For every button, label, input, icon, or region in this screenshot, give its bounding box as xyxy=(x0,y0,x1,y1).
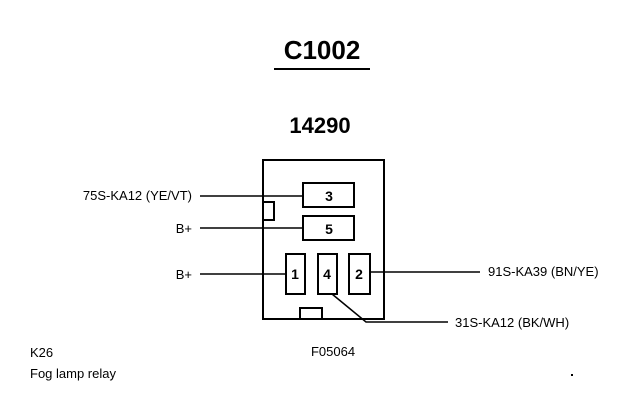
pin-1-number: 1 xyxy=(291,266,299,282)
pin-1: 1 xyxy=(285,253,306,295)
pin-5-circuit-label: B+ xyxy=(176,221,192,236)
pin-4-circuit-label: 31S-KA12 (BK/WH) xyxy=(455,315,569,330)
component-name: Fog lamp relay xyxy=(30,366,116,381)
part-number: 14290 xyxy=(289,113,350,138)
connector-id: C1002 xyxy=(284,35,361,65)
figure-reference: F05064 xyxy=(311,344,355,359)
component-code: K26 xyxy=(30,345,53,360)
wire-pin-4 xyxy=(331,293,448,323)
pin-5-number: 5 xyxy=(325,221,333,237)
pin-2: 2 xyxy=(348,253,371,295)
pin-2-circuit-label: 91S-KA39 (BN/YE) xyxy=(488,264,599,279)
pin-3-number: 3 xyxy=(325,188,333,204)
pin-2-number: 2 xyxy=(355,266,363,282)
pin-3: 3 xyxy=(302,182,355,208)
pin-5: 5 xyxy=(302,215,355,241)
pin-1-circuit-label: B+ xyxy=(176,267,192,282)
pin-4-number: 4 xyxy=(323,266,331,282)
pin-4: 4 xyxy=(317,253,338,295)
pin-3-circuit-label: 75S-KA12 (YE/VT) xyxy=(83,188,192,203)
scan-mark xyxy=(571,374,573,376)
